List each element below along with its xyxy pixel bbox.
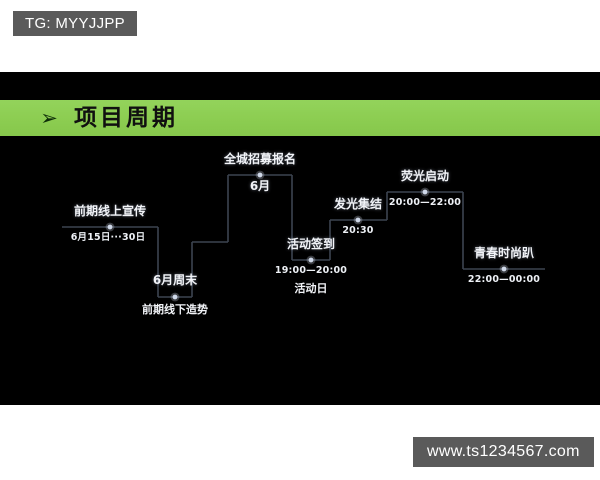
timeline-step-title: 活动签到: [286, 237, 336, 251]
top-watermark-text: TG: MYYJJPP: [25, 15, 125, 32]
timeline-staircase-path: [62, 170, 545, 302]
project-timeline: 前期线上宣传 6月15日···30日 6月周末 前期线下造势 全城招募报名 6月…: [0, 72, 600, 405]
timeline-step-time: 6月15日···30日: [70, 232, 146, 243]
timeline-step-title: 荧光启动: [400, 169, 450, 183]
timeline-step-subtitle: 前期线下造势: [142, 303, 208, 316]
slide-title-band: ➢ 项目周期: [0, 100, 600, 138]
timeline-step-title: 前期线上宣传: [73, 204, 147, 218]
slide-canvas: 前期线上宣传 6月15日···30日 6月周末 前期线下造势 全城招募报名 6月…: [0, 72, 600, 405]
timeline-step-subtitle: 活动日: [294, 282, 328, 295]
timeline-step-title: 青春时尚趴: [473, 246, 535, 260]
timeline-step-time: 19:00—20:00: [274, 265, 348, 276]
timeline-step-time: 6月: [249, 179, 271, 193]
timeline-step-title: 6月周末: [152, 273, 198, 287]
timeline-step-time: 20:30: [342, 225, 374, 236]
timeline-step-time: 20:00—22:00: [388, 197, 462, 208]
arrow-triangle-icon: ➢: [40, 106, 58, 130]
timeline-step-title: 全城招募报名: [223, 152, 297, 166]
bottom-watermark-badge: www.ts1234567.com: [413, 437, 594, 467]
slide-title: 项目周期: [74, 105, 178, 131]
timeline-step-title: 发光集结: [333, 197, 383, 211]
timeline-step-time: 22:00—00:00: [467, 274, 541, 285]
bottom-watermark-text: www.ts1234567.com: [427, 443, 580, 460]
top-watermark-badge: TG: MYYJJPP: [13, 11, 137, 36]
